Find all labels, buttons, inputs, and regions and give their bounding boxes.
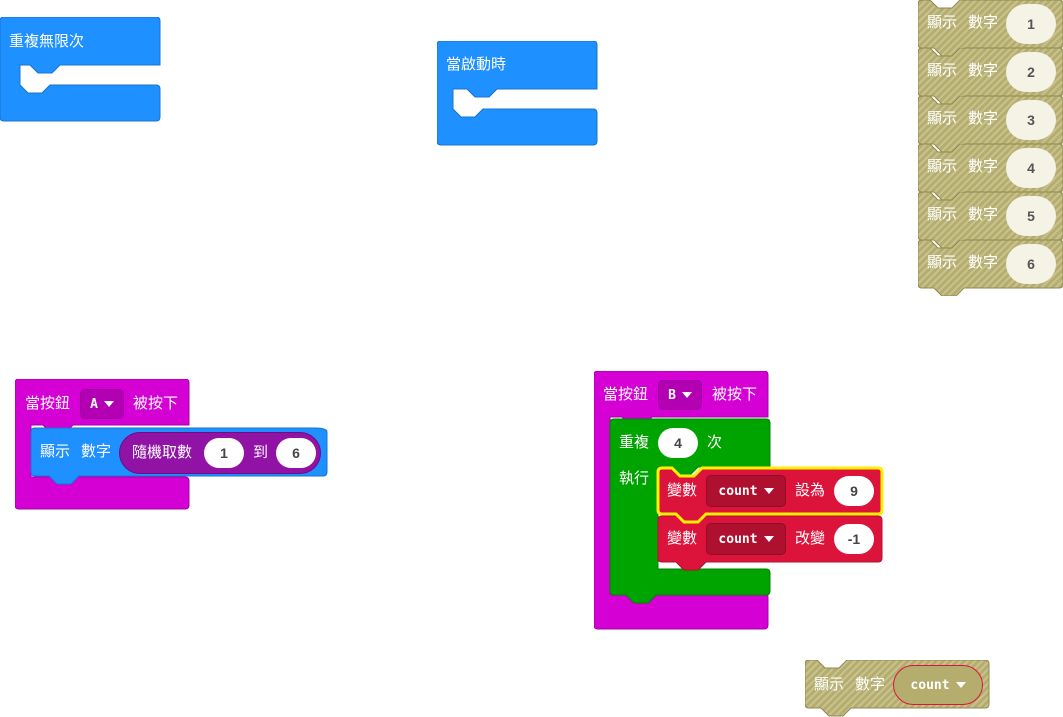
set-to-label: 設為 (795, 482, 826, 499)
show-number-block[interactable]: 顯示數字 1 (918, 0, 1063, 56)
button-b-event-block[interactable]: 當按鈕 B 被按下 重複 4 次 執行 變數 count 設為 9 變數 cou… (594, 371, 886, 631)
random-to-input[interactable]: 6 (276, 438, 316, 468)
number-label: 數字 (968, 206, 999, 223)
show-number-block[interactable]: 顯示數字 3 (918, 96, 1063, 152)
show-label: 顯示 (40, 443, 71, 460)
change-by-label: 改變 (795, 530, 826, 547)
random-label: 隨機取數 (132, 444, 193, 461)
chevron-down-icon (955, 682, 966, 688)
number-label: 數字 (968, 158, 999, 175)
button-b-dropdown[interactable]: B (658, 380, 702, 410)
show-count-block[interactable]: 顯示 數字 count (805, 660, 991, 717)
number-input[interactable]: 6 (1006, 244, 1056, 284)
number-label: 數字 (968, 254, 999, 271)
button-a-dropdown[interactable]: A (80, 389, 124, 419)
count-variable-name: count (910, 677, 950, 693)
button-a-value: A (90, 396, 98, 412)
change-var-dropdown[interactable]: count (706, 523, 786, 555)
set-variable-block[interactable]: 變數 count 設為 9 (658, 468, 882, 514)
random-block[interactable]: 隨機取數 1 到 6 (119, 432, 321, 474)
number-label: 數字 (855, 676, 886, 693)
on-start-label: 當啟動時 (446, 56, 507, 73)
button-b-prefix: 當按鈕 (603, 386, 649, 403)
number-input[interactable]: 2 (1006, 52, 1056, 92)
number-label: 數字 (968, 62, 999, 79)
show-label: 顯示 (927, 14, 958, 31)
count-variable-reporter[interactable]: count (893, 665, 983, 705)
times-label: 次 (707, 434, 723, 451)
repeat-count-input[interactable]: 4 (658, 428, 698, 458)
show-number-block[interactable]: 顯示數字 4 (918, 144, 1063, 200)
number-label: 數字 (968, 14, 999, 31)
button-a-prefix: 當按鈕 (25, 395, 71, 412)
forever-block[interactable]: 重複無限次 (0, 17, 162, 123)
show-label: 顯示 (927, 254, 958, 271)
number-input[interactable]: 5 (1006, 196, 1056, 236)
show-number-block[interactable]: 顯示數字 2 (918, 48, 1063, 104)
chevron-down-icon (681, 392, 692, 398)
forever-block-shape (0, 17, 161, 122)
chevron-down-icon (103, 401, 114, 407)
random-from-input[interactable]: 1 (204, 438, 244, 468)
set-var-name: count (718, 483, 758, 499)
chevron-down-icon (763, 488, 774, 494)
button-a-suffix: 被按下 (133, 395, 179, 412)
number-input[interactable]: 3 (1006, 100, 1056, 140)
on-start-block-shape (437, 41, 598, 146)
on-start-block[interactable]: 當啟動時 (437, 41, 599, 147)
chevron-down-icon (763, 536, 774, 542)
show-number-block[interactable]: 顯示數字 6 (918, 240, 1063, 296)
change-value-input[interactable]: -1 (834, 524, 874, 554)
number-label: 數字 (81, 443, 112, 460)
show-label: 顯示 (814, 676, 845, 693)
set-value-input[interactable]: 9 (834, 476, 874, 506)
change-var-name: count (718, 531, 758, 547)
change-variable-block[interactable]: 變數 count 改變 -1 (658, 516, 882, 562)
number-input[interactable]: 1 (1006, 4, 1056, 44)
show-label: 顯示 (927, 62, 958, 79)
random-to-label: 到 (253, 444, 269, 461)
button-b-suffix: 被按下 (712, 386, 758, 403)
set-var-label: 變數 (667, 482, 698, 499)
do-label: 執行 (619, 470, 650, 487)
show-label: 顯示 (927, 110, 958, 127)
number-input[interactable]: 4 (1006, 148, 1056, 188)
number-label: 數字 (968, 110, 999, 127)
forever-label: 重複無限次 (9, 33, 85, 50)
show-label: 顯示 (927, 206, 958, 223)
button-a-event-block[interactable]: 當按鈕 A 被按下 顯示 數字 隨機取數 1 到 6 (15, 379, 330, 511)
change-var-label: 變數 (667, 530, 698, 547)
repeat-label: 重複 (619, 434, 650, 451)
show-number-block[interactable]: 顯示數字 5 (918, 192, 1063, 248)
button-b-value: B (668, 387, 676, 403)
set-var-dropdown[interactable]: count (706, 475, 786, 507)
show-label: 顯示 (927, 158, 958, 175)
